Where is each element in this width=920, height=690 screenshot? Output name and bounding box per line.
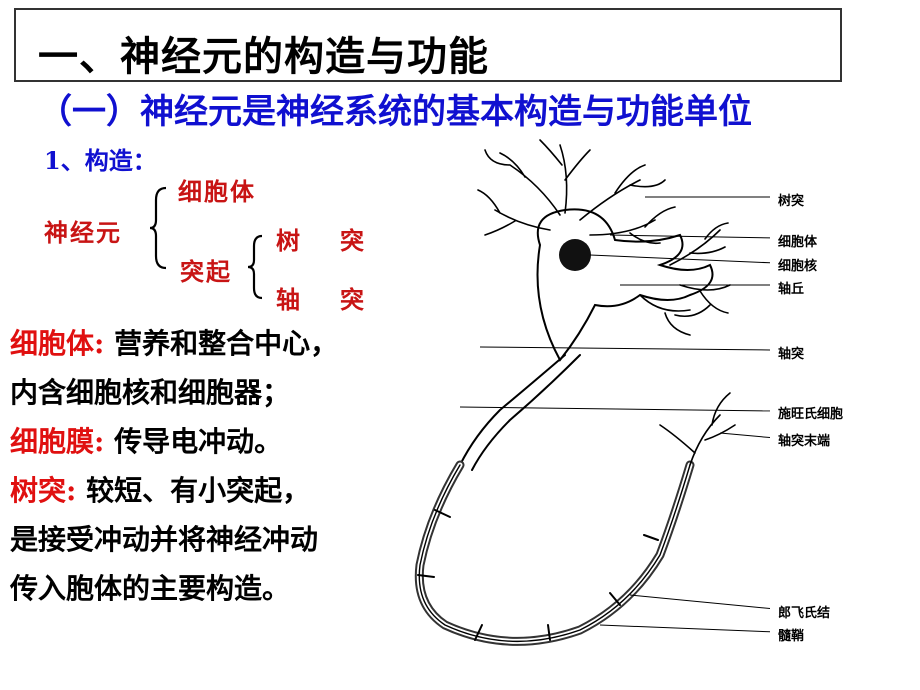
tree-dendrite: 树 突 — [276, 226, 372, 255]
label-schwann-cell: 施旺氏细胞 — [778, 407, 844, 422]
tree-axon: 轴 突 — [276, 285, 372, 314]
desc-dendrite-line2: 是接受冲动并将神经冲动 — [10, 523, 319, 556]
desc-dendrite-line3: 传入胞体的主要构造。 — [10, 572, 291, 605]
section-subtitle: （一）神经元是神经系统的基本构造与功能单位 — [38, 92, 752, 132]
term-dendrite: 树突: — [10, 474, 77, 507]
label-node-of-ranvier: 郎飞氏结 — [778, 606, 831, 621]
label-dendrite: 树突 — [778, 194, 805, 209]
subsection-heading: 1、构造： — [44, 146, 157, 175]
term-membrane: 细胞膜: — [10, 425, 105, 458]
dendrite-branches — [477, 139, 676, 245]
label-myelin-sheath: 髓鞘 — [778, 629, 805, 644]
label-cell-body: 细胞体 — [778, 235, 818, 250]
desc-cell-body-line1: 细胞体: 营养和整合中心， — [10, 327, 339, 360]
page-title: 一、神经元的构造与功能 — [38, 33, 489, 80]
nucleus-shape — [559, 239, 591, 271]
desc-cell-body-line2: 内含细胞核和细胞器； — [10, 376, 291, 409]
desc-dendrite-line1: 树突: 较短、有小突起， — [10, 474, 311, 507]
title-box: 一、神经元的构造与功能 — [14, 8, 842, 82]
term-cell-body: 细胞体: — [10, 327, 105, 360]
label-nucleus: 细胞核 — [778, 259, 818, 274]
desc-membrane: 细胞膜: 传导电冲动。 — [10, 425, 283, 458]
neuron-diagram — [414, 139, 770, 646]
tree-cell-body: 细胞体 — [178, 177, 256, 206]
label-axon-hillock: 轴丘 — [778, 282, 805, 297]
label-axon-terminal: 轴突末端 — [778, 434, 831, 449]
label-axon: 轴突 — [778, 347, 805, 362]
tree-processes: 突起 — [180, 257, 232, 286]
tree-root: 神经元 — [44, 218, 122, 247]
brace-1 — [149, 186, 167, 270]
brace-2 — [247, 234, 263, 300]
